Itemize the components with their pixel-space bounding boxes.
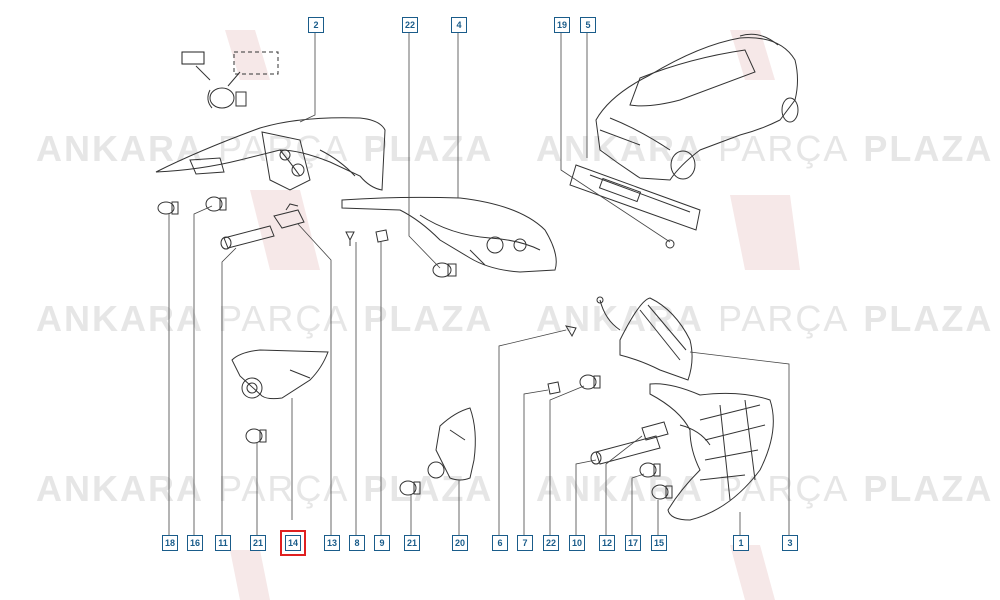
bulb-22-bottom-icon bbox=[579, 374, 601, 390]
side-lamp-20 bbox=[427, 407, 476, 481]
callout-11[interactable]: 11 bbox=[215, 535, 231, 551]
callout-21-mid[interactable]: 21 bbox=[404, 535, 420, 551]
callout-19[interactable]: 19 bbox=[554, 17, 570, 33]
bulb-16-icon bbox=[205, 196, 227, 212]
callout-7[interactable]: 7 bbox=[517, 535, 533, 551]
side-lamp-top bbox=[341, 196, 557, 273]
callout-18[interactable]: 18 bbox=[162, 535, 178, 551]
headlamp-lens bbox=[649, 383, 774, 521]
fog-lamp-14 bbox=[231, 349, 329, 400]
callout-2[interactable]: 2 bbox=[308, 17, 324, 33]
callout-4[interactable]: 4 bbox=[451, 17, 467, 33]
connector-12-icon bbox=[641, 421, 669, 441]
callout-12[interactable]: 12 bbox=[599, 535, 615, 551]
callout-15[interactable]: 15 bbox=[651, 535, 667, 551]
callout-17[interactable]: 17 bbox=[625, 535, 641, 551]
high-brake-light bbox=[569, 164, 701, 249]
connector-13-icon bbox=[273, 203, 305, 229]
callout-5[interactable]: 5 bbox=[580, 17, 596, 33]
callout-6[interactable]: 6 bbox=[492, 535, 508, 551]
screw-6-icon bbox=[564, 325, 577, 338]
callout-22-top[interactable]: 22 bbox=[402, 17, 418, 33]
bulb-17-icon bbox=[639, 462, 661, 478]
callout-9[interactable]: 9 bbox=[374, 535, 390, 551]
callout-3[interactable]: 3 bbox=[782, 535, 798, 551]
front-indicator-top bbox=[596, 296, 693, 381]
callout-13[interactable]: 13 bbox=[324, 535, 340, 551]
bulb-21-mid-icon bbox=[399, 480, 421, 496]
callout-21-left[interactable]: 21 bbox=[250, 535, 266, 551]
clip-7-icon bbox=[547, 381, 561, 395]
callout-22-bottom[interactable]: 22 bbox=[543, 535, 559, 551]
callout-16[interactable]: 16 bbox=[187, 535, 203, 551]
leader-lines bbox=[168, 31, 790, 535]
callout-10[interactable]: 10 bbox=[569, 535, 585, 551]
rear-lamp-outer bbox=[155, 117, 386, 191]
socket-11-icon bbox=[220, 225, 275, 250]
bulb-icon bbox=[181, 51, 279, 109]
socket-10-icon bbox=[590, 435, 661, 465]
screw-8-icon bbox=[345, 231, 355, 246]
callout-1[interactable]: 1 bbox=[733, 535, 749, 551]
bulb-15-icon bbox=[651, 484, 673, 500]
clip-9-icon bbox=[375, 229, 389, 243]
car-illustration bbox=[595, 33, 799, 181]
watermark-logo-shapes bbox=[225, 30, 800, 600]
callout-14-highlighted[interactable]: 14 bbox=[280, 530, 306, 556]
bulb-22-top-icon bbox=[432, 262, 457, 278]
callout-20[interactable]: 20 bbox=[452, 535, 468, 551]
bulb-18-icon bbox=[157, 201, 179, 215]
bulb-21-left-icon bbox=[245, 428, 267, 444]
callout-8[interactable]: 8 bbox=[349, 535, 365, 551]
